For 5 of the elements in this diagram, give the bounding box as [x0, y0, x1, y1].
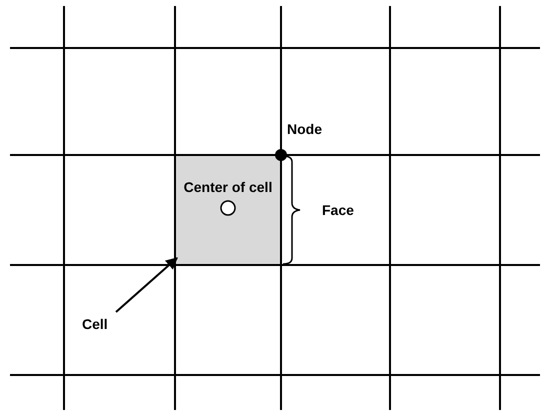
node-label: Node: [287, 121, 322, 137]
arrow: [115, 257, 178, 313]
cell-label: Cell: [82, 316, 116, 336]
face-label: Face: [322, 202, 354, 218]
cell-center-label: Center of cell: [182, 179, 274, 195]
